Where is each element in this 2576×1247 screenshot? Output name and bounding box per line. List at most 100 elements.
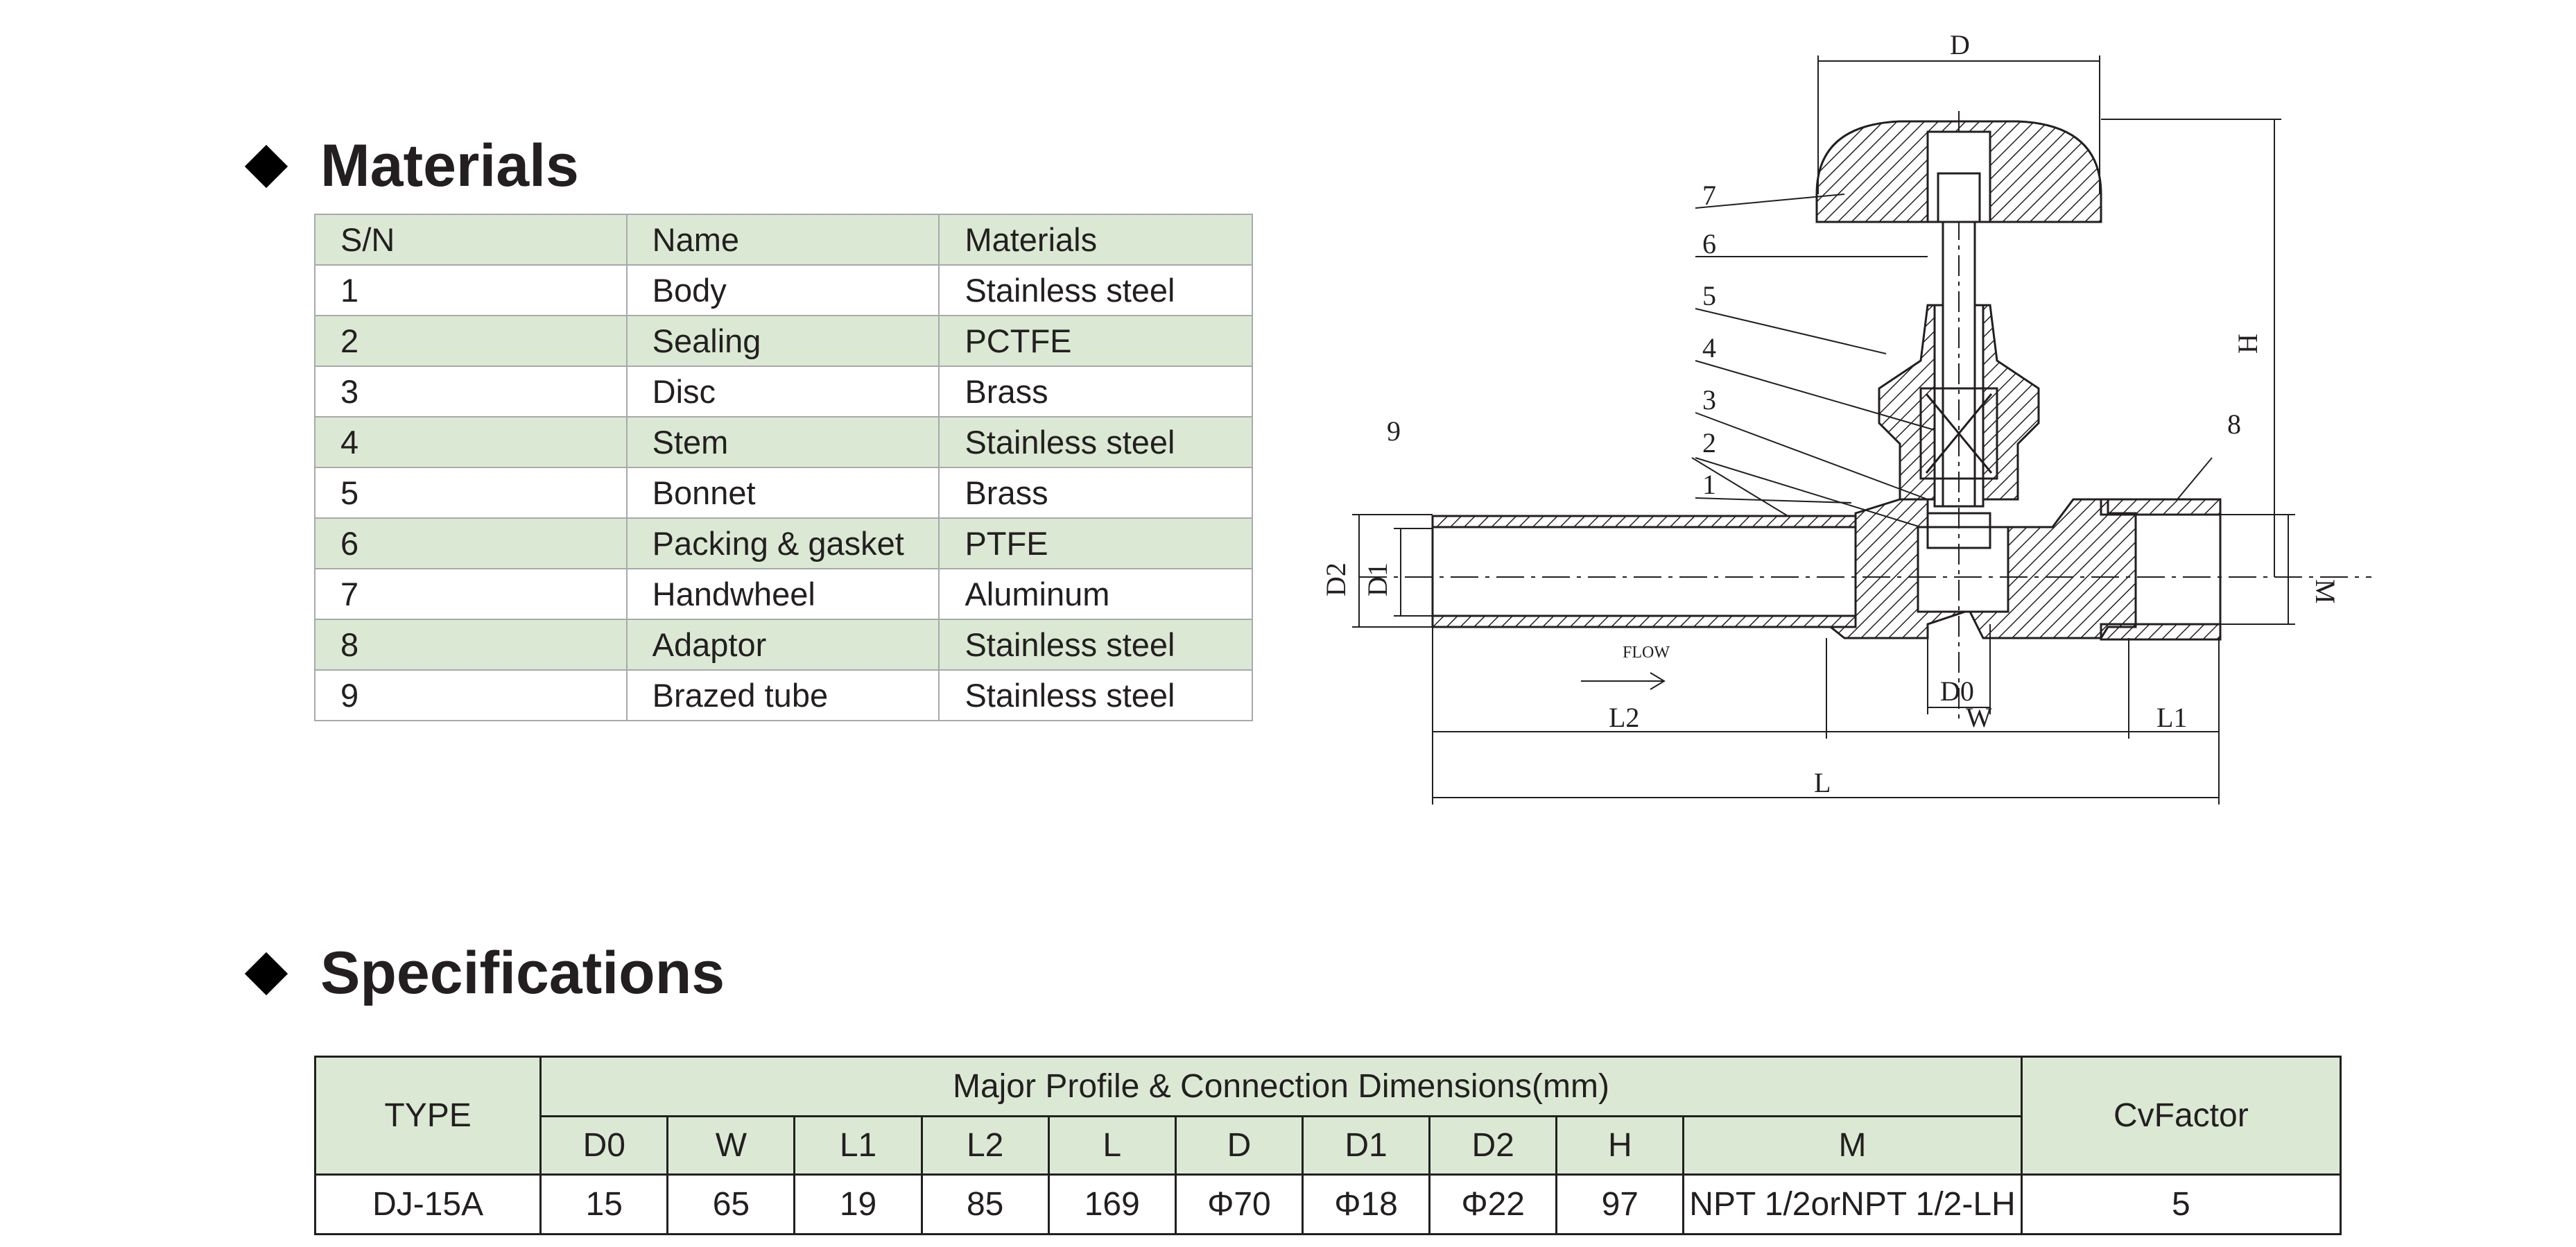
diamond-bullet-icon xyxy=(244,952,288,995)
header-sn: S/N xyxy=(314,214,628,266)
cell-sn: 7 xyxy=(314,568,628,620)
specifications-heading: Specifications xyxy=(241,939,725,1008)
materials-title: Materials xyxy=(320,132,579,199)
header-l: L xyxy=(1047,1115,1177,1176)
cell-material: Stainless steel xyxy=(938,669,1253,721)
leader-lines xyxy=(1691,194,2213,528)
dim-label-l1: L1 xyxy=(2156,702,2187,733)
cell-name: Packing & gasket xyxy=(625,517,940,569)
part-number: 5 xyxy=(1702,280,1716,311)
cell-sn: 8 xyxy=(314,619,628,671)
cell-material: Stainless steel xyxy=(938,264,1253,316)
header-w: W xyxy=(666,1115,796,1176)
flow-label: FLOW xyxy=(1623,644,1670,662)
cell-material: PTFE xyxy=(938,517,1253,569)
cell-sn: 2 xyxy=(314,315,628,367)
cell-name: Handwheel xyxy=(625,568,940,620)
dimension-lines xyxy=(1352,55,2295,805)
part-number: 2 xyxy=(1702,427,1716,458)
diamond-bullet-icon xyxy=(244,144,288,188)
header-d: D xyxy=(1174,1115,1304,1176)
specifications-table: TYPE Major Profile & Connection Dimensio… xyxy=(313,1056,2342,1235)
part-number-labels: 8 9 1 2 3 4 5 6 7 xyxy=(1387,180,2241,500)
dimension-labels: D H M D2 D1 D0 W L1 L2 L FLOW xyxy=(1320,29,2341,798)
cell-h: 97 xyxy=(1555,1173,1685,1235)
cell-d1: Φ18 xyxy=(1301,1173,1431,1235)
cell-name: Body xyxy=(625,264,940,316)
cell-name: Stem xyxy=(625,416,940,468)
cell-name: Adaptor xyxy=(625,619,940,671)
header-d2: D2 xyxy=(1428,1115,1558,1176)
dim-label-m: M xyxy=(2310,579,2341,604)
cell-material: Aluminum xyxy=(938,568,1253,620)
dim-label-d1: D1 xyxy=(1362,562,1393,596)
dim-label-h: H xyxy=(2232,334,2263,354)
cell-w: 65 xyxy=(666,1173,796,1235)
cell-material: Stainless steel xyxy=(938,619,1253,671)
cell-sn: 1 xyxy=(314,264,628,316)
header-d1: D1 xyxy=(1301,1115,1431,1176)
dim-label-l: L xyxy=(1814,767,1831,798)
part-number: 8 xyxy=(2227,409,2241,440)
specs-subheader-row: D0 W L1 L2 L D D1 D2 H M xyxy=(315,1115,2341,1176)
cell-sn: 6 xyxy=(314,517,628,569)
header-l1: L1 xyxy=(793,1115,923,1176)
cell-cv: 5 xyxy=(2020,1173,2342,1235)
header-h: H xyxy=(1555,1115,1685,1176)
cell-l: 169 xyxy=(1047,1173,1177,1235)
valve-body-outline xyxy=(1359,111,2371,721)
part-number: 1 xyxy=(1702,469,1716,500)
header-dimensions-group: Major Profile & Connection Dimensions(mm… xyxy=(539,1056,2023,1117)
cell-name: Brazed tube xyxy=(625,669,940,721)
cell-d2: Φ22 xyxy=(1428,1173,1558,1235)
cell-material: PCTFE xyxy=(938,315,1253,367)
header-l2: L2 xyxy=(920,1115,1050,1176)
cell-material: Stainless steel xyxy=(938,416,1253,468)
header-materials: Materials xyxy=(938,214,1253,266)
cell-sn: 9 xyxy=(314,669,628,721)
cell-d0: 15 xyxy=(539,1173,669,1235)
dim-label-l2: L2 xyxy=(1609,702,1639,733)
specifications-title: Specifications xyxy=(320,940,725,1006)
header-cv-factor: CvFactor xyxy=(2020,1056,2342,1176)
cell-name: Sealing xyxy=(625,315,940,367)
part-number: 9 xyxy=(1387,415,1401,447)
materials-heading: Materials xyxy=(241,132,579,200)
part-number: 4 xyxy=(1702,332,1716,363)
cell-name: Disc xyxy=(625,366,940,418)
dim-label-w: W xyxy=(1966,702,1992,733)
dim-label-d2: D2 xyxy=(1320,562,1351,596)
valve-technical-drawing: 8 9 1 2 3 4 5 6 7 D H M D2 D1 D0 W L1 L2… xyxy=(1320,29,2371,805)
cell-material: Brass xyxy=(938,467,1253,519)
cell-m: NPT 1/2orNPT 1/2-LH xyxy=(1682,1173,2023,1235)
cell-type: DJ-15A xyxy=(313,1173,542,1235)
part-number: 6 xyxy=(1702,228,1716,259)
dim-label-d0: D0 xyxy=(1940,676,1974,707)
materials-header-row: S/N Name Materials xyxy=(314,214,1253,266)
cell-name: Bonnet xyxy=(625,467,940,519)
cell-sn: 3 xyxy=(314,366,628,418)
cell-sn: 4 xyxy=(314,416,628,468)
cell-l2: 85 xyxy=(920,1173,1050,1235)
header-name: Name xyxy=(625,214,940,266)
part-number: 3 xyxy=(1702,384,1716,415)
header-m: M xyxy=(1682,1115,2023,1176)
header-d0: D0 xyxy=(539,1115,669,1176)
table-row: DJ-15A 15 65 19 85 169 Φ70 Φ18 Φ22 97 NP… xyxy=(313,1173,2342,1235)
cell-d: Φ70 xyxy=(1174,1173,1304,1235)
cell-sn: 5 xyxy=(314,467,628,519)
part-number: 7 xyxy=(1702,180,1716,211)
cell-l1: 19 xyxy=(793,1173,923,1235)
specs-header-row: TYPE Major Profile & Connection Dimensio… xyxy=(313,1056,2342,1176)
cell-material: Brass xyxy=(938,366,1253,418)
